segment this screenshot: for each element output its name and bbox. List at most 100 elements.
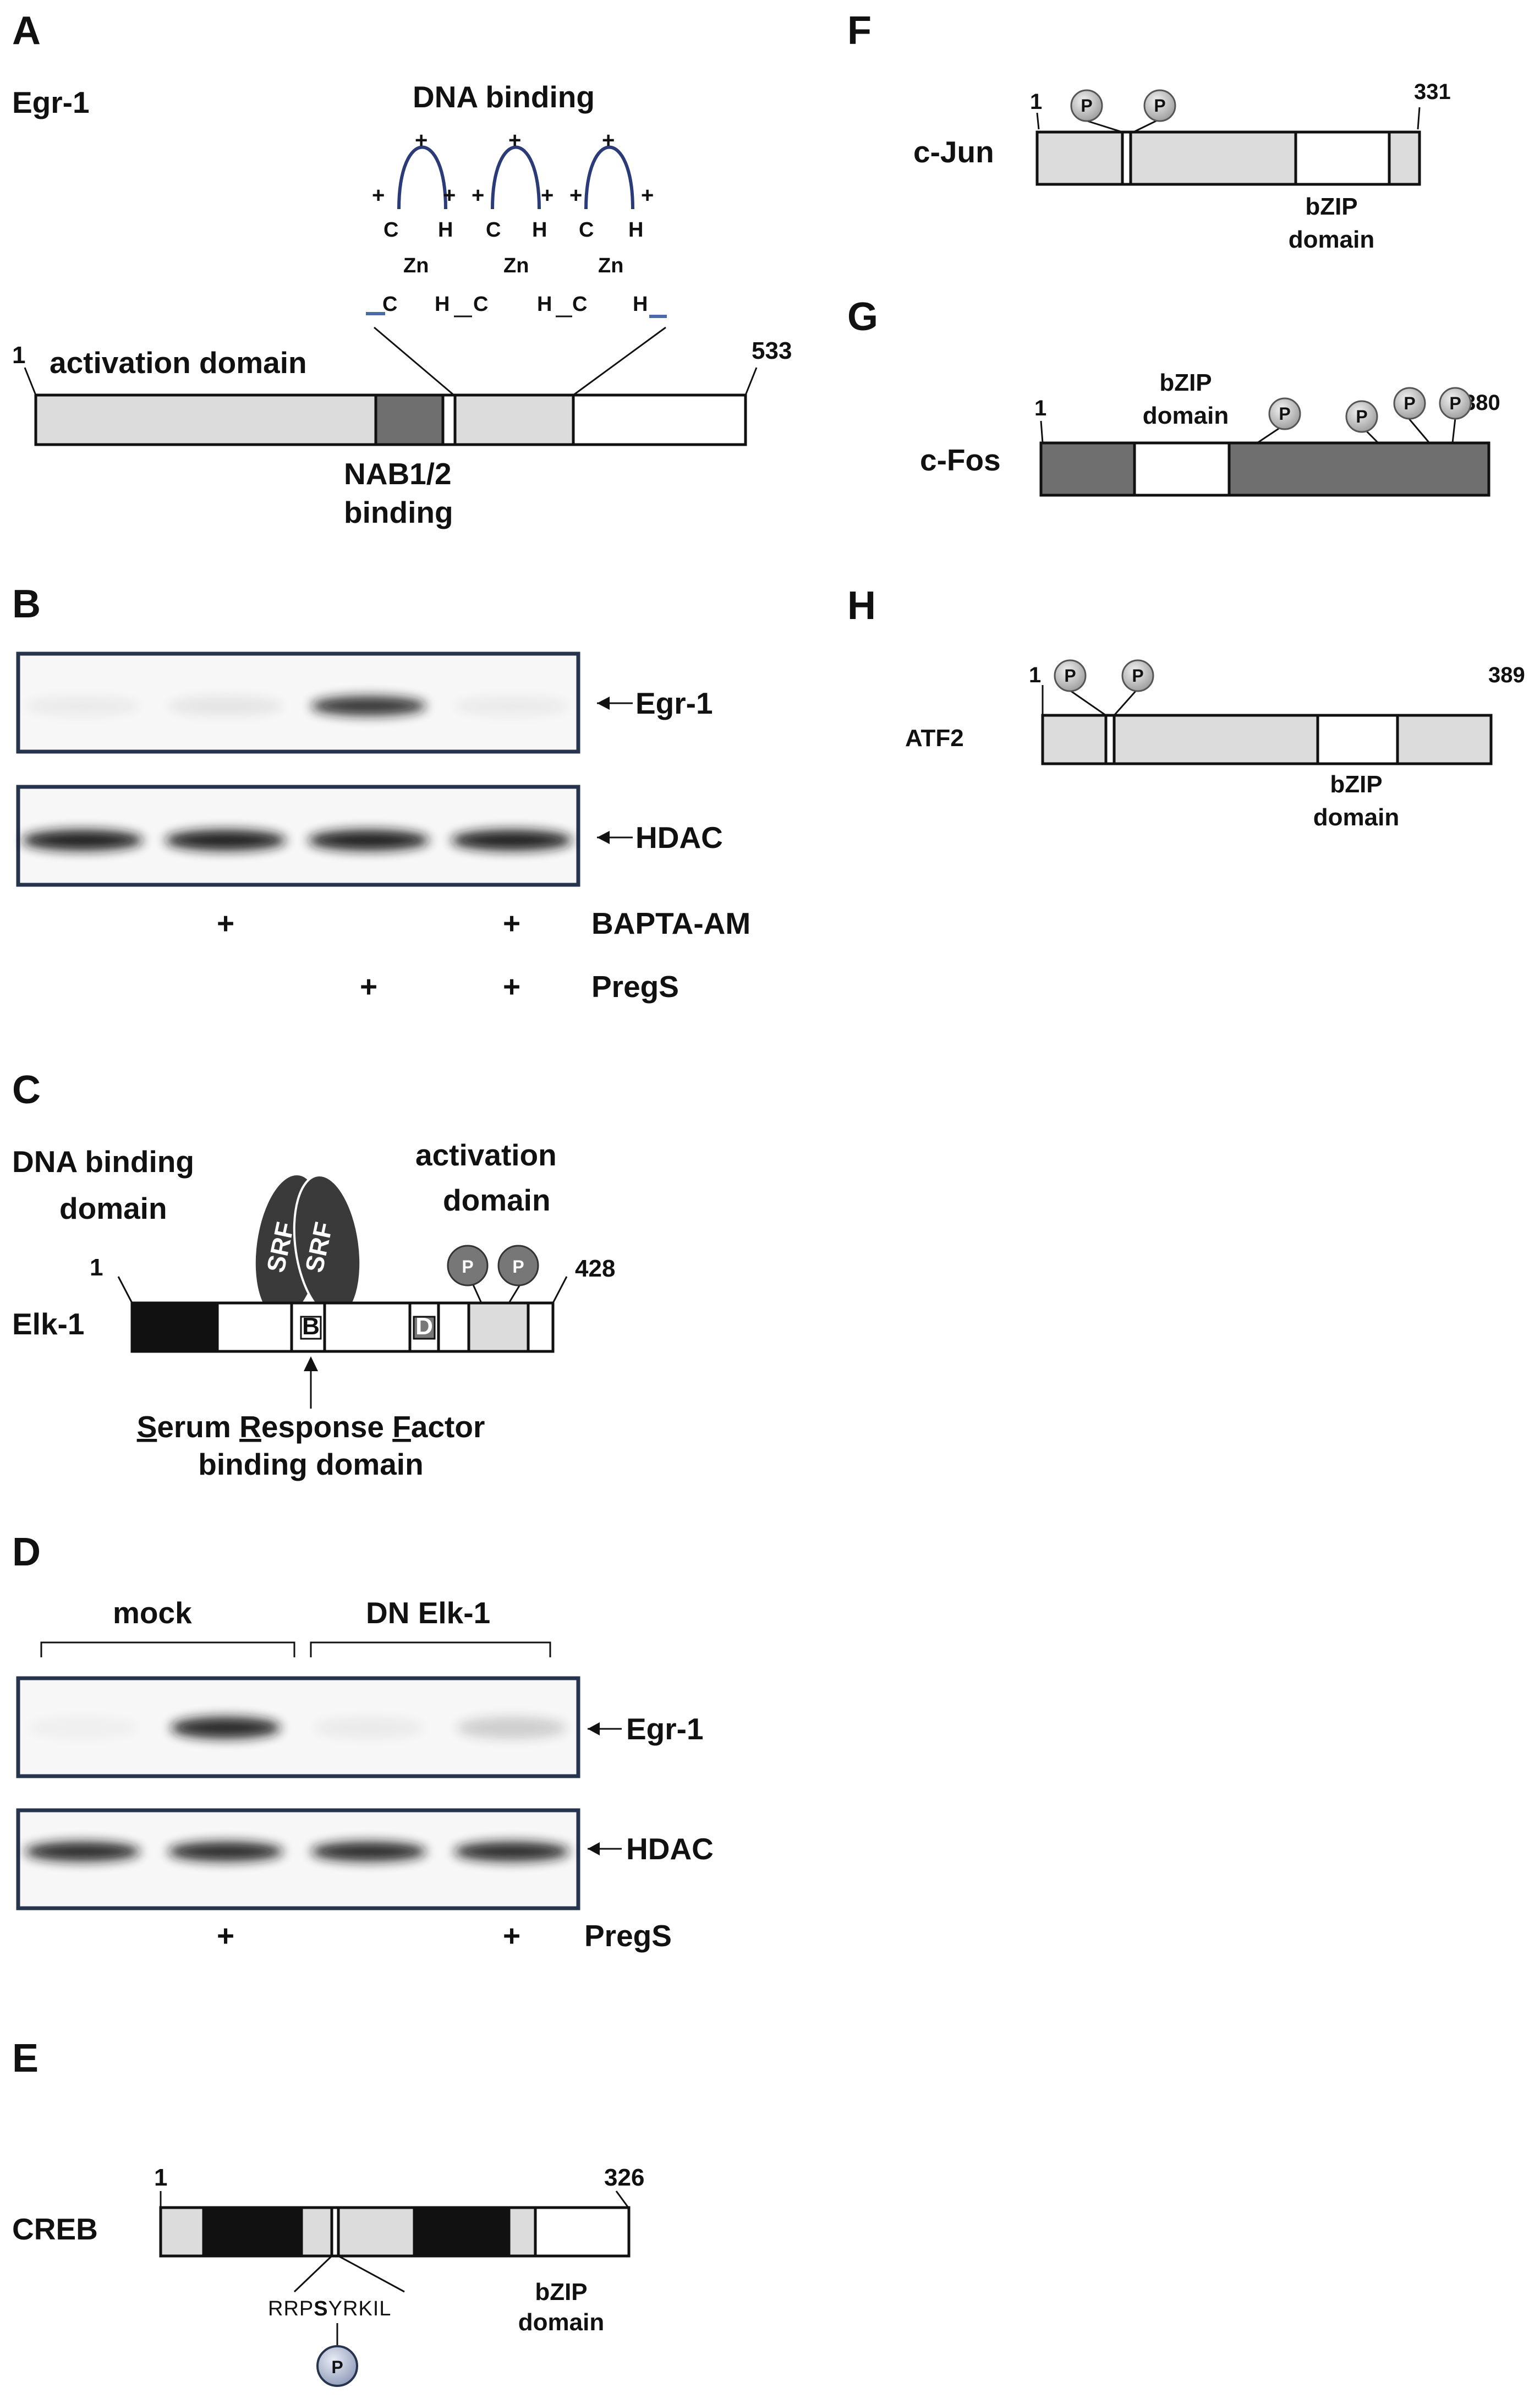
cjun-protein-label: c-Jun: [913, 135, 994, 169]
creb-bzip-label-1: bZIP: [535, 2279, 587, 2306]
hdac-band-d-lane-3: [311, 1842, 426, 1861]
panel-d: D mock DN Elk-1 Egr-1 HDAC ++ PregS: [12, 1530, 714, 1953]
svg-text:H: H: [633, 293, 648, 316]
elk1-phospho-circle-1: [447, 1245, 489, 1286]
creb-domain-bar: [159, 2206, 631, 2258]
atf2-protein-label: ATF2: [905, 725, 964, 752]
svg-text:C: C: [383, 218, 398, 242]
srf-binding-arrow: [304, 1356, 318, 1409]
panel-letter-c: C: [12, 1068, 41, 1112]
cjun-start-residue: 1: [1030, 90, 1042, 114]
atf2-domain-bar: [1041, 714, 1493, 765]
panel-letter-e: E: [12, 2036, 39, 2080]
cfos-protein-label: c-Fos: [920, 443, 1001, 477]
cfos-phospho-circle-2: [1345, 400, 1378, 433]
svg-text:B: B: [302, 1313, 320, 1340]
srf-dimer: SRF SRF: [255, 1174, 362, 1318]
svg-text:H: H: [435, 293, 450, 316]
hdac-band-d-lane-4: [454, 1842, 569, 1861]
svg-text:+: +: [569, 183, 582, 207]
elk1-ets-domain: [130, 1301, 219, 1353]
egr1-band-d-lane-2: [171, 1717, 281, 1739]
cfos-bzip-label-2: domain: [1143, 402, 1229, 429]
cfos-bzip-segment: [1133, 441, 1231, 497]
svg-text:H: H: [532, 218, 547, 242]
svg-text:Zn: Zn: [403, 254, 429, 277]
pregs-plus-b-lane-4: +: [503, 970, 520, 1004]
cfos-phospho-circle-4: [1439, 387, 1472, 420]
atf2-phospho-circle-2: [1121, 659, 1154, 692]
atf2-bzip-label-1: bZIP: [1330, 771, 1382, 798]
atf2-end-residue: 389: [1488, 663, 1525, 687]
hdac-band-d-lane-2: [168, 1842, 283, 1861]
svg-text:C: C: [572, 293, 587, 316]
bapta-label: BAPTA-AM: [591, 906, 750, 940]
cfos-domain-bar: [1039, 441, 1490, 497]
pregs-plus-b-lane-3: +: [360, 970, 377, 1004]
egr1-band-label-b: Egr-1: [635, 686, 713, 720]
activation-domain-label: activation domain: [50, 346, 307, 380]
hdac-bands-d: [25, 1842, 569, 1861]
cjun-bzip-label-2: domain: [1289, 226, 1374, 253]
cfos-phospho-sites: P P P P: [1257, 387, 1472, 444]
panel-g: G bZIP domain 1 380 P P P P c-Fos: [847, 295, 1500, 497]
zinc-finger-2: + + + C H Zn: [472, 128, 553, 277]
dn-elk1-bracket: [310, 1641, 551, 1657]
hdac-arrow-d: [588, 1842, 622, 1855]
egr1-band-b-lane-1: [25, 696, 140, 716]
cjun-bzip-label-1: bZIP: [1305, 193, 1357, 220]
cfos-phospho-circle-1: [1268, 397, 1301, 430]
atf2-bzip-label-2: domain: [1313, 804, 1399, 831]
svg-text:P: P: [1154, 96, 1165, 116]
elk1-start-residue: 1: [90, 1254, 103, 1281]
mock-label: mock: [113, 1596, 192, 1630]
panel-h: H 1 389 P P ATF2 bZIP domain: [847, 584, 1525, 831]
egr1-arrow-b: [597, 697, 633, 710]
atf2-start-residue: 1: [1029, 663, 1041, 687]
cjun-phospho-circle-1: [1070, 89, 1103, 122]
creb-bzip-segment: [534, 2206, 631, 2258]
svg-text:P: P: [1064, 666, 1076, 686]
svg-text:+: +: [472, 183, 484, 207]
svg-text:P: P: [1449, 393, 1461, 413]
panel-f: F 1 331 P P c-Jun bZIP domain: [847, 9, 1451, 253]
egr1-domain-bar: [34, 393, 747, 446]
panel-letter-h: H: [847, 584, 876, 628]
dn-elk1-label: DN Elk-1: [366, 1596, 490, 1630]
svg-text:+: +: [602, 128, 615, 152]
egr1-band-b-lane-2: [168, 696, 283, 716]
svg-text:P: P: [1404, 393, 1415, 413]
svg-text:P: P: [462, 1257, 473, 1277]
svg-text:+: +: [415, 128, 428, 152]
egr1-band-d-lane-4: [457, 1717, 567, 1739]
dna-binding-domain-label-2: domain: [59, 1191, 167, 1225]
svg-text:H: H: [537, 293, 552, 316]
creb-q1-domain: [202, 2206, 303, 2258]
svg-text:D: D: [415, 1313, 433, 1340]
elk1-protein-label: Elk-1: [12, 1307, 84, 1341]
atf2-phospho-circle-1: [1054, 659, 1087, 692]
svg-text:P: P: [1356, 407, 1367, 426]
activation-label-2: domain: [443, 1183, 551, 1217]
bapta-plus-lane-2: +: [217, 906, 234, 940]
creb-bzip-label-2: domain: [518, 2309, 604, 2336]
hdac-bands-b: [22, 830, 572, 851]
pregs-plus-d-lane-2: +: [217, 1919, 234, 1953]
egr1-bands-b: [25, 696, 569, 716]
srf-binding-domain-label-2: binding domain: [198, 1447, 423, 1481]
svg-text:+: +: [443, 183, 456, 207]
svg-text:P: P: [1081, 96, 1092, 116]
panel-a: A Egr-1 DNA binding + + + C H Zn + + + C…: [12, 9, 792, 529]
atf2-phospho-sites: P P: [1054, 659, 1154, 716]
svg-text:P: P: [1279, 404, 1290, 424]
egr1-nab-binding-segment: [374, 393, 445, 446]
svg-text:Zn: Zn: [598, 254, 623, 277]
egr1-band-d-lane-1: [28, 1717, 138, 1739]
zinc-finger-expansion-left: [374, 326, 454, 396]
pregs-treatment-row-b: ++: [360, 970, 520, 1004]
cfos-bzip-label-1: bZIP: [1159, 369, 1212, 396]
svg-text:+: +: [508, 128, 521, 152]
cjun-phospho-circle-2: [1143, 89, 1176, 122]
elk1-phospho-sites: P P: [447, 1245, 539, 1304]
creb-protein-label: CREB: [12, 2212, 98, 2246]
